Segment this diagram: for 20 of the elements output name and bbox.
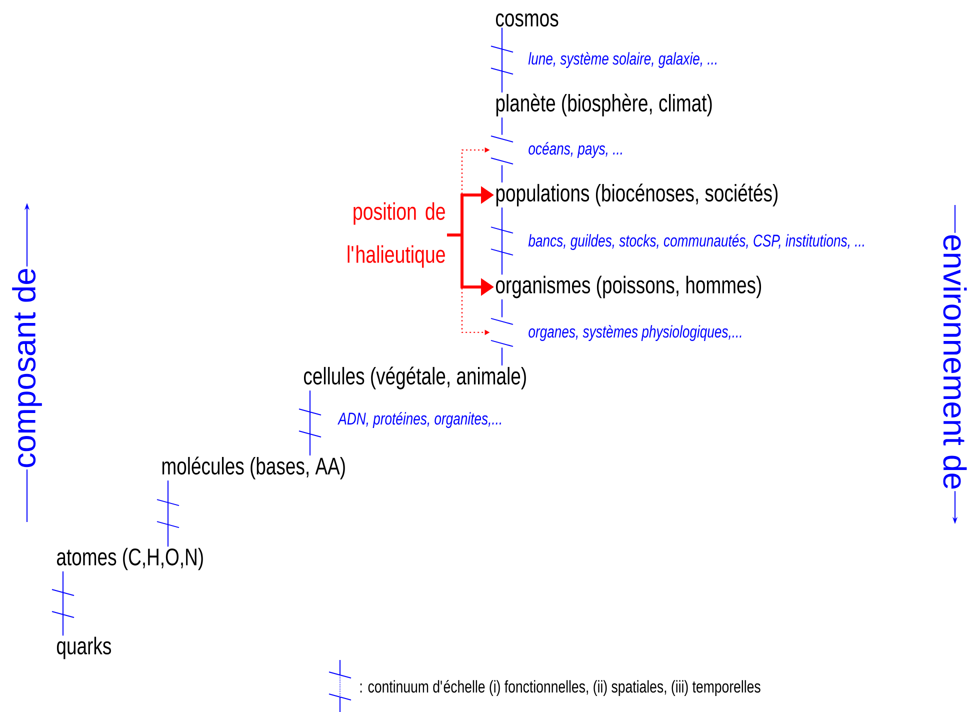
level-label: atomes (C,H,O,N) (57, 548, 203, 570)
side-label: composant de (11, 266, 43, 470)
example-label: bancs, guildes, stocks, communautés, CSP, institutions, ... (528, 234, 864, 250)
level-label: cosmos (496, 13, 558, 27)
level-label: molécules (bases, AA) (162, 456, 345, 480)
level-label: organismes (poissons, hommes) (496, 276, 762, 298)
highlight-label: position de l'halieutique (348, 202, 445, 268)
scale-break-ticks (490, 136, 514, 164)
example-label: organes, systèmes physiologiques,... (528, 324, 742, 342)
example-label: lune, système solaire, galaxie, ... (528, 52, 716, 68)
side-label: environnement de (942, 232, 968, 492)
legend-text: : continuum d'échelle (i) fonctionnelles, (ii) spatiales, (iii) temporelles (360, 680, 760, 696)
level-label: populations (biocénoses, sociétés) (496, 184, 778, 206)
level-label: quarks (56, 636, 111, 660)
level-label: cellules (végétale, animale) (304, 366, 526, 390)
example-label: ADN, protéines, organites,... (338, 412, 502, 428)
level-label: planète (biosphère, climat) (496, 94, 712, 116)
scale-break-ticks (490, 318, 514, 347)
example-label: océans, pays, ... (528, 142, 622, 158)
scale-line (62, 570, 64, 636)
